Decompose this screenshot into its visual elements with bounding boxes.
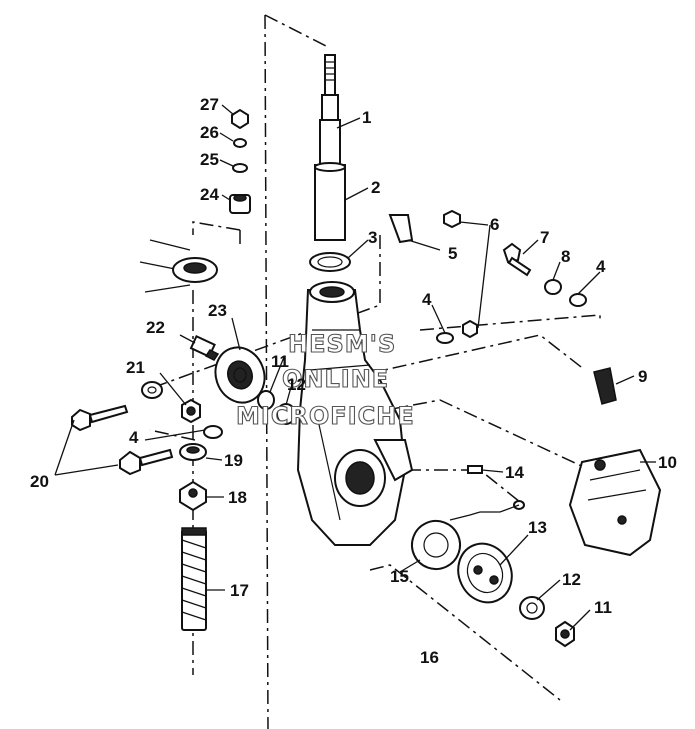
callout-2: 2: [371, 178, 380, 197]
callout-11-left: 11: [271, 352, 289, 371]
nut-part-6-lower: [462, 319, 478, 339]
watermark-line-3: MICROFICHE: [236, 402, 415, 430]
bolt-part-7: [502, 242, 532, 277]
callout-4-center: 4: [422, 290, 432, 309]
callout-4-right: 4: [596, 257, 606, 276]
caliper-part-10: [568, 448, 662, 557]
washer-part-4-right: [569, 293, 587, 307]
upper-mount-cup: [139, 239, 218, 293]
block-part-9: [593, 367, 617, 405]
bearing-part-23: [214, 346, 266, 404]
callout-20: 20: [30, 472, 49, 491]
seal-ring-part-3: [309, 252, 351, 272]
nut-part-6-upper: [443, 209, 461, 229]
washer-part-12-right: [519, 596, 545, 620]
callout-16: 16: [420, 648, 439, 667]
callout-27: 27: [200, 95, 219, 114]
washer-part-8: [544, 279, 562, 295]
bolt-part-20-lower: [119, 448, 174, 476]
watermark: HESM'S ONLINE MICROFICHE: [235, 329, 415, 430]
callout-9: 9: [638, 367, 647, 386]
washer-ring-left: [141, 381, 163, 399]
watermark-line-1: HESM'S: [288, 330, 396, 358]
callout-17: 17: [230, 581, 249, 600]
callout-12-right: 12: [562, 570, 581, 589]
callout-7: 7: [540, 228, 549, 247]
spring-part-17: [181, 527, 207, 631]
callout-21: 21: [126, 358, 145, 377]
bolt-part-20-upper: [71, 404, 129, 432]
shim-part-15: [411, 500, 525, 570]
strut-shaft-part-1: [319, 54, 341, 166]
callout-18: 18: [228, 488, 247, 507]
callout-14: 14: [505, 463, 524, 482]
washer-part-19: [179, 443, 207, 461]
callout-23: 23: [208, 301, 227, 320]
nut-part-18: [179, 480, 207, 512]
washer-part-26: [233, 138, 247, 148]
callout-11-right: 11: [594, 598, 612, 617]
nut-part-21: [181, 398, 201, 424]
bracket-part-5: [388, 214, 414, 244]
callout-10: 10: [658, 453, 677, 472]
callout-6: 6: [490, 215, 499, 234]
washer-part-25: [232, 163, 248, 173]
bearing-part-13: [457, 542, 513, 604]
callout-19: 19: [224, 451, 243, 470]
callout-24: 24: [200, 185, 219, 204]
washer-part-4-left: [203, 425, 223, 439]
fitting-part-22: [189, 335, 220, 361]
watermark-line-2: ONLINE: [282, 365, 389, 393]
callout-1: 1: [362, 108, 371, 127]
callout-8: 8: [561, 247, 570, 266]
callout-15: 15: [390, 567, 409, 586]
callout-4-left: 4: [129, 428, 139, 447]
callout-26: 26: [200, 123, 219, 142]
strut-body-part-2: [314, 162, 346, 241]
callout-5: 5: [448, 244, 457, 263]
nut-part-27: [231, 108, 249, 130]
callout-12-left: 12: [287, 375, 306, 394]
callout-leaders: [54, 104, 656, 631]
spacer-part-24: [229, 194, 251, 214]
callout-22: 22: [146, 318, 165, 337]
callout-25: 25: [200, 150, 219, 169]
nut-part-11-left: [257, 390, 275, 410]
nut-part-11-right: [555, 620, 575, 648]
callout-3: 3: [368, 228, 377, 247]
spindle-housing: [296, 281, 414, 546]
bleeder-part-14: [467, 465, 483, 474]
washer-part-4-center: [436, 332, 454, 344]
callout-13: 13: [528, 518, 547, 537]
callout-numbers: 1 2 3 4 4 4 5 6 7 8 9 10 11 11 12 12 13 …: [30, 95, 677, 667]
